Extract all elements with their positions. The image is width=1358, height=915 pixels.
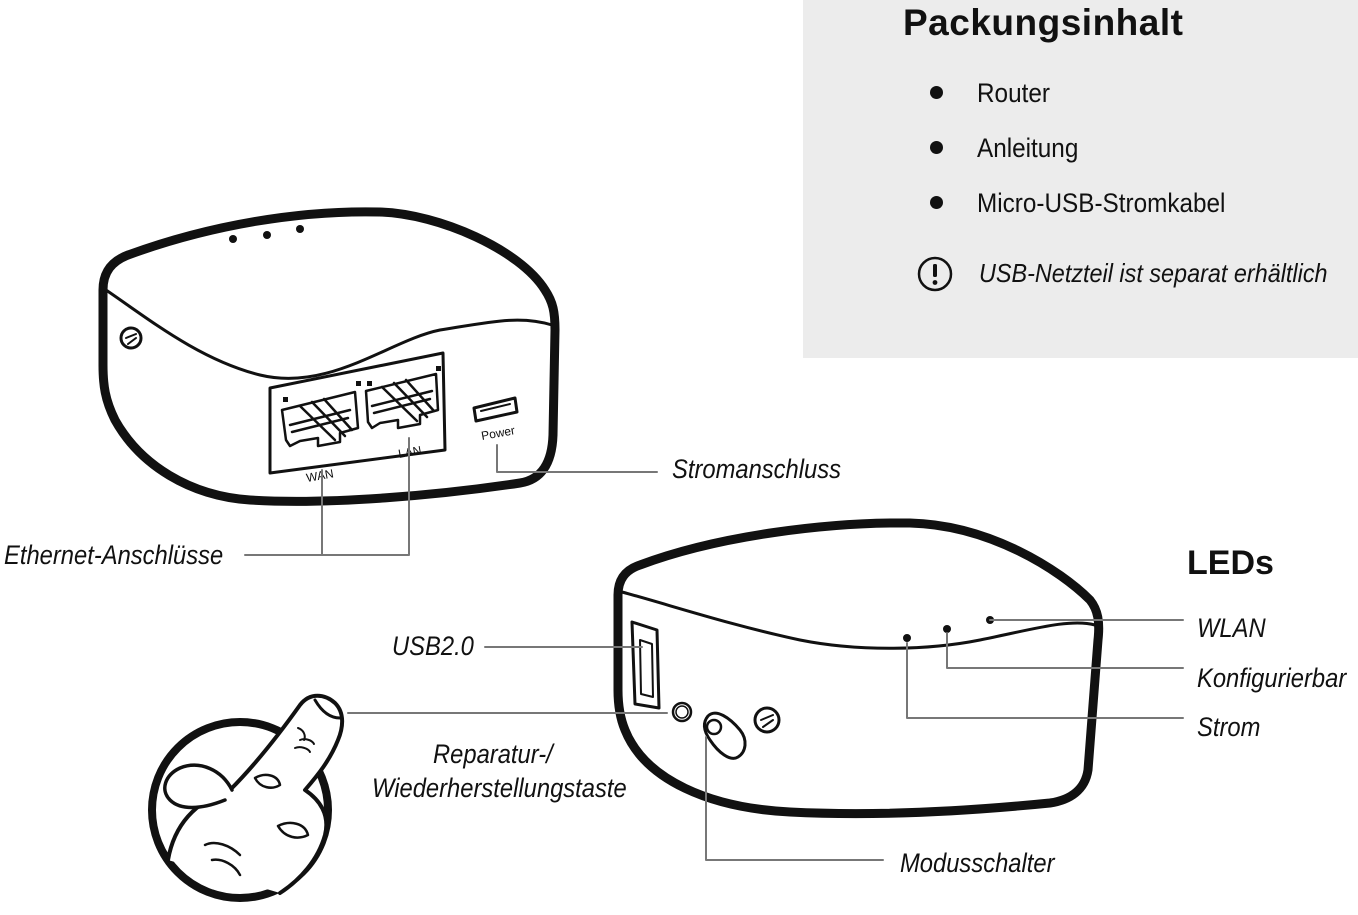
mode-switch [703, 711, 747, 760]
package-contents-title: Packungsinhalt [903, 2, 1184, 43]
router-back-view: WAN LAN Power [98, 207, 560, 506]
bullet-icon [930, 86, 943, 99]
callout-lines [244, 437, 1184, 861]
lan-port [364, 372, 440, 430]
mode-switch-callout: Modusschalter [900, 848, 1055, 878]
reset-button-callout-line1: Reparatur-/ [433, 739, 553, 769]
bullet-icon [930, 196, 943, 209]
hand-press-icon [148, 693, 345, 902]
power-adapter-note-text: USB-Netzteil ist separat erhältlich [979, 258, 1328, 288]
led-power-label: Strom [1197, 712, 1261, 742]
power-port-callout: Stromanschluss [672, 454, 842, 484]
led-wlan-label: WLAN [1197, 613, 1266, 643]
power-port [472, 396, 519, 423]
reset-button-callout-line2: Wiederherstellungstaste [372, 773, 627, 803]
leds-title: LEDs [1187, 544, 1274, 582]
usb-port [630, 620, 661, 710]
bullet-icon [930, 141, 943, 154]
ethernet-ports-callout: Ethernet-Anschlüsse [4, 540, 224, 570]
wan-port [280, 390, 360, 448]
power-port-label: Power [480, 423, 516, 443]
exclamation-circle-icon [917, 256, 953, 292]
led-configurable-label: Konfigurierbar [1197, 663, 1347, 693]
wan-port-label: WAN [305, 466, 335, 485]
usb-callout: USB2.0 [392, 631, 474, 661]
package-contents-panel: Packungsinhalt Router Anleitung Micro-US… [803, 0, 1358, 358]
router-side-view [613, 518, 1104, 819]
